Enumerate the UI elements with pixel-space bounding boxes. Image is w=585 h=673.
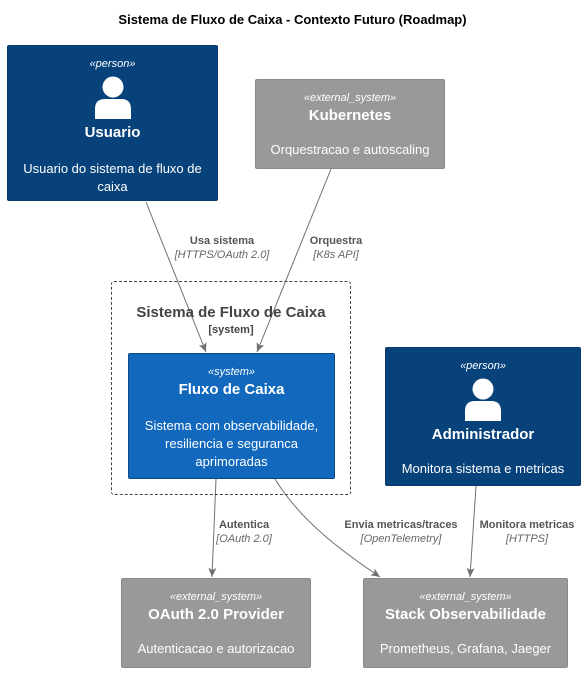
- node-usuario[interactable]: «person» Usuario Usuario do sistema de f…: [7, 45, 218, 201]
- node-description: Sistema com observabilidade, resiliencia…: [144, 418, 319, 469]
- person-icon: [94, 76, 131, 119]
- node-name: OAuth 2.0 Provider: [148, 606, 284, 623]
- node-administrador[interactable]: «person» Administrador Monitora sistema …: [385, 347, 581, 486]
- node-description: Orquestracao e autoscaling: [270, 142, 430, 157]
- person-icon: [465, 378, 501, 421]
- edge-envia-metricas: [274, 478, 381, 578]
- node-description: Autenticacao e autorizacao: [137, 641, 295, 656]
- node-stereotype: «external_system»: [169, 591, 263, 603]
- edge-monitora-metricas: [466, 485, 477, 578]
- node-kubernetes[interactable]: «external_system» Kubernetes Orquestraca…: [255, 79, 445, 169]
- node-stereotype: «external_system»: [303, 92, 397, 104]
- node-description: Usuario do sistema de fluxo de caixa: [23, 161, 202, 194]
- boundary-type: [system]: [208, 324, 254, 336]
- node-oauth-provider[interactable]: «external_system» OAuth 2.0 Provider Aut…: [121, 578, 311, 668]
- node-stereotype: «person»: [460, 360, 506, 372]
- edge-orquestra: [256, 168, 332, 353]
- edge-label-monitora-metricas: Monitora metricas[HTTPS]: [479, 519, 575, 545]
- node-stereotype: «person»: [89, 58, 136, 70]
- node-name: Kubernetes: [308, 107, 392, 124]
- node-fluxo-de-caixa[interactable]: «system» Fluxo de Caixa Sistema com obse…: [128, 353, 335, 479]
- node-stereotype: «system»: [207, 366, 256, 378]
- node-name: Fluxo de Caixa: [178, 381, 285, 398]
- system-boundary: [111, 281, 351, 495]
- diagram-title: Sistema de Fluxo de Caixa - Contexto Fut…: [118, 12, 467, 27]
- node-stereotype: «external_system»: [419, 591, 512, 603]
- node-name: Usuario: [84, 124, 141, 141]
- edge-autentica: [208, 478, 217, 578]
- boundary-title: Sistema de Fluxo de Caixa: [136, 304, 326, 321]
- edge-label-envia-metricas: Envia metricas/traces[OpenTelemetry]: [344, 519, 458, 545]
- node-description: Prometheus, Grafana, Jaeger: [379, 641, 552, 656]
- node-description: Monitora sistema e metricas: [401, 461, 565, 476]
- edge-usa-sistema: [145, 201, 207, 353]
- node-name: Administrador: [431, 426, 535, 443]
- node-name: Stack Observabilidade: [385, 606, 546, 623]
- edge-label-autentica: Autentica[OAuth 2.0]: [216, 519, 272, 545]
- edge-label-orquestra: Orquestra[K8s API]: [309, 235, 363, 261]
- edge-label-usa-sistema: Usa sistema[HTTPS/OAuth 2.0]: [174, 235, 270, 261]
- node-stack-observabilidade[interactable]: «external_system» Stack Observabilidade …: [363, 578, 568, 668]
